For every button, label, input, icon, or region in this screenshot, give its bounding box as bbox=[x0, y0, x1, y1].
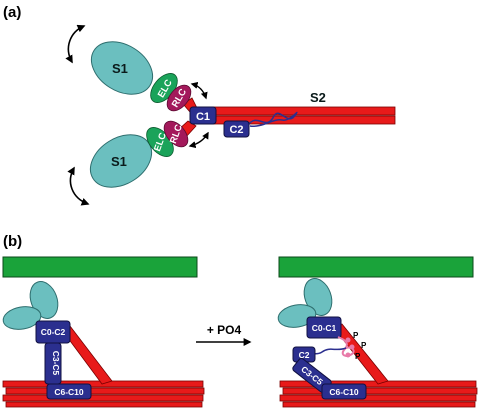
rotation-arrow-top-head bbox=[65, 24, 86, 64]
phospho-site-2 bbox=[349, 344, 355, 350]
c6-c10-left bbox=[46, 383, 92, 400]
s1-top-label: S1 bbox=[112, 61, 128, 76]
phospho-label-2: P bbox=[361, 341, 367, 350]
c2-label: C2 bbox=[229, 124, 243, 136]
phosphorylation-label: + PO4 bbox=[207, 323, 242, 337]
pivot-arrow-top bbox=[190, 81, 208, 100]
s1-head-right-front bbox=[277, 304, 317, 328]
panel-b-label: (b) bbox=[3, 233, 22, 250]
thick-filament-right bbox=[279, 380, 478, 408]
c0-c1-right bbox=[306, 316, 342, 339]
s1-head-top bbox=[90, 41, 154, 95]
phospho-label-1: P bbox=[353, 331, 359, 340]
c2-domain bbox=[223, 120, 250, 138]
s1-head-right-back bbox=[303, 278, 333, 316]
c1-domain bbox=[189, 106, 217, 125]
rlc-bottom bbox=[163, 120, 189, 148]
phospho-site-1 bbox=[345, 337, 351, 343]
c3-c5-left-label: C3-C5 bbox=[51, 351, 61, 376]
c0-c1-right-label: C0-C1 bbox=[312, 323, 337, 333]
s1-bottom-label: S1 bbox=[111, 154, 127, 169]
c0-c2-left-label: C0-C2 bbox=[41, 327, 66, 337]
phospho-site-3 bbox=[345, 352, 351, 358]
phospho-label-3: P bbox=[355, 352, 361, 361]
thin-filament-right bbox=[278, 256, 474, 278]
c1-label: C1 bbox=[196, 111, 210, 123]
panel-a-label: (a) bbox=[3, 4, 21, 21]
rlc-top bbox=[166, 84, 192, 112]
m-domain-linker bbox=[247, 111, 298, 127]
c2-right-label: C2 bbox=[299, 350, 310, 360]
s1-head-left-front bbox=[2, 306, 42, 330]
thin-filament-left bbox=[2, 256, 198, 278]
s2-label: S2 bbox=[310, 90, 326, 105]
pivot-arrow-bottom bbox=[188, 131, 209, 149]
c6-c10-right-label: C6-C10 bbox=[329, 387, 359, 397]
c6-c10-right bbox=[321, 383, 367, 400]
rotation-arrow-bottom-head bbox=[67, 166, 90, 206]
thick-filament-left bbox=[2, 380, 205, 408]
c6-c10-left-label: C6-C10 bbox=[54, 387, 84, 397]
